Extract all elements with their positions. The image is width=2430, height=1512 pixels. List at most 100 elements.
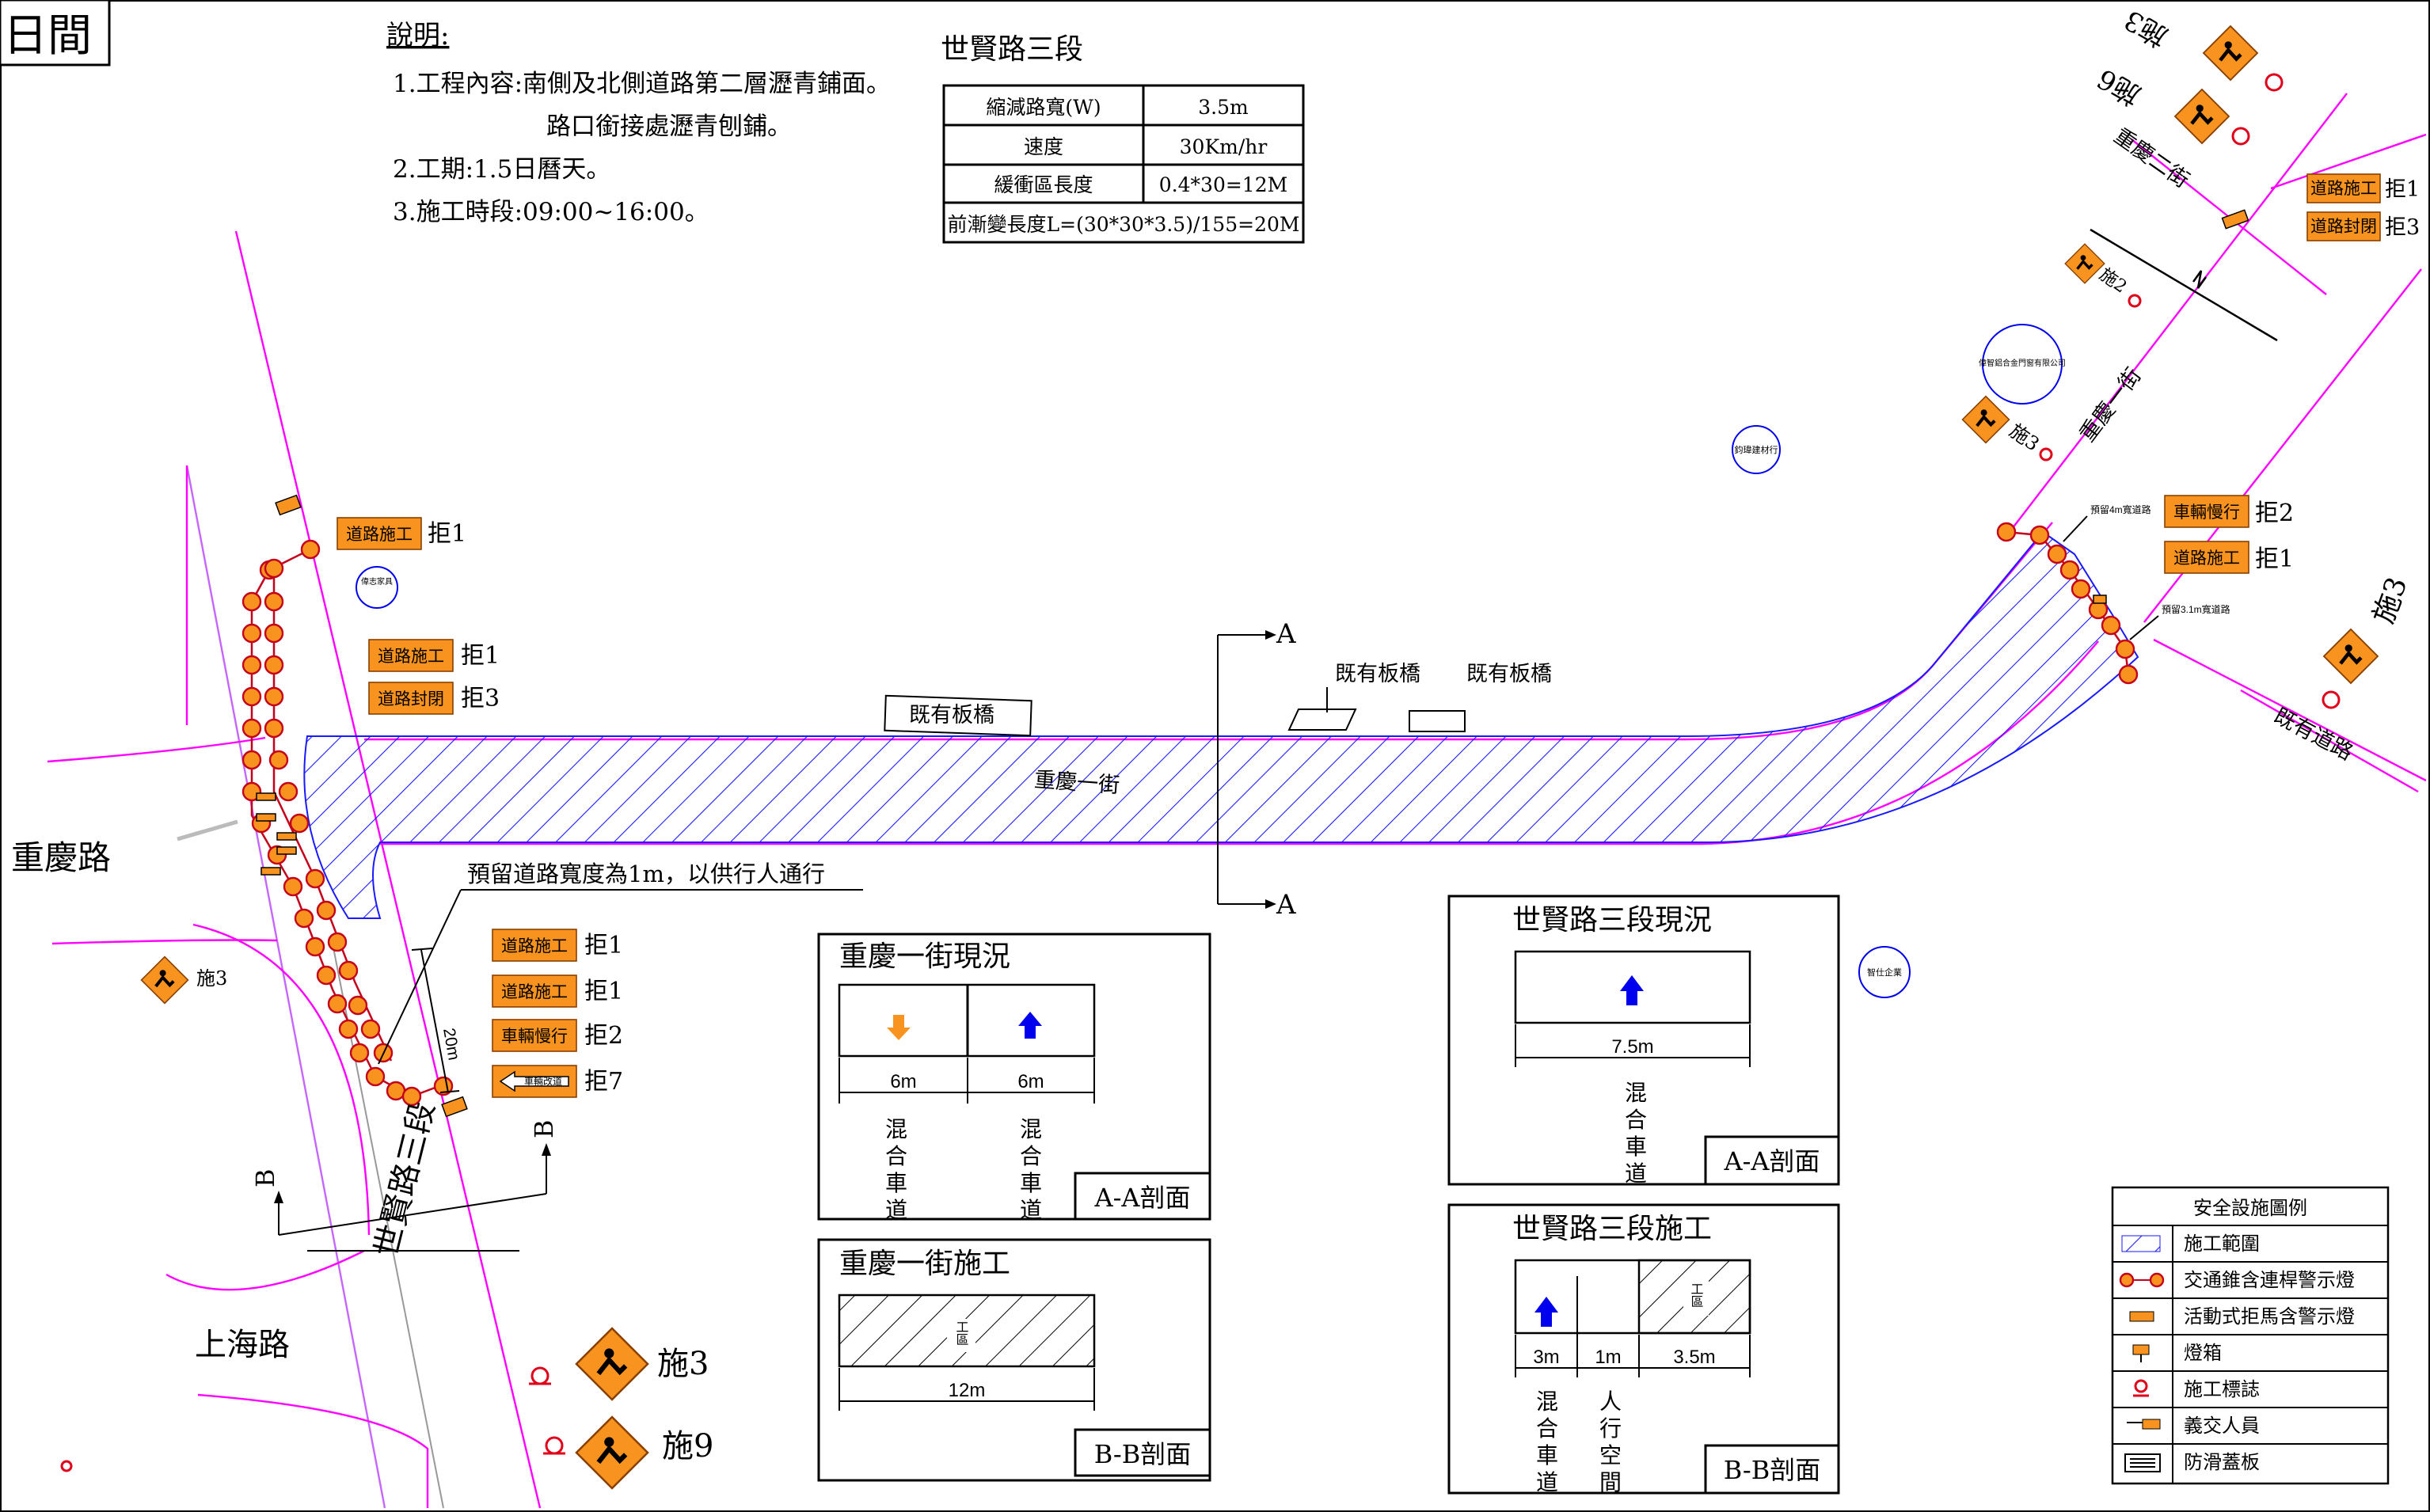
sign-code: 拒1 [584, 932, 623, 959]
traffic-cone [264, 558, 284, 579]
ped-type: 人行空間 [1599, 1389, 1622, 1495]
sign-slow: 車輛慢行 [501, 1027, 568, 1046]
bridge-label-2: 既有板橋 [1335, 662, 1420, 686]
pedestrian-note: 預留道路寬度為1m，以供行人通行 [467, 860, 825, 887]
traffic-cone [278, 781, 299, 802]
title-box [0, 0, 111, 66]
arrow-up-icon [1534, 1297, 1558, 1327]
reserve-4m: 預留4m寬道路 [2090, 503, 2151, 515]
traffic-cone [349, 1043, 370, 1063]
existing-bridges: 既有板橋 既有板橋 既有板橋 [884, 662, 1552, 737]
traffic-cone [2115, 639, 2135, 659]
traffic-cone [316, 900, 337, 921]
sign-road-work: 道路施工 [501, 936, 568, 955]
arrow-down-icon [887, 1015, 911, 1040]
note-line-2: 路口銜接處瀝青刨鋪。 [546, 112, 792, 141]
legend-label: 施工標誌 [2184, 1379, 2260, 1400]
lane-type: 混合車道 [1625, 1080, 1647, 1187]
landmark-4: 智仕企業 [1867, 967, 1902, 978]
legend-label: 交通錐含連桿警示燈 [2184, 1270, 2355, 1291]
page-title: 日間 [3, 10, 92, 62]
sign-code: 拒1 [428, 520, 466, 548]
a-label-bottom: A [1276, 889, 1296, 921]
traffic-cone [289, 813, 310, 834]
road-label-chongqing: 重慶路 [11, 838, 111, 877]
traffic-cone [241, 655, 262, 675]
hatch-icon [2121, 1235, 2161, 1252]
sign-code: 施3 [2119, 3, 2173, 52]
road-label-existing: 既有道路 [2270, 704, 2357, 765]
traffic-cone [2101, 615, 2121, 636]
legend-label: 燈箱 [2184, 1343, 2222, 1364]
worker-sign-icon [2175, 89, 2229, 143]
lane-width: 6m [1017, 1071, 1044, 1092]
sign-code: 拒3 [2385, 215, 2420, 240]
work-zone-hatch [303, 530, 2139, 919]
road-label-chongqing-1st: 重慶一街 [1033, 768, 1120, 798]
sign-group-bottom-left: 道路施工 拒1 道路施工 拒1 車輛慢行 拒2 車輛改道 拒7 [492, 929, 623, 1098]
sign-road-closed: 道路封閉 [2310, 217, 2377, 236]
traffic-cone [305, 936, 325, 957]
light-box-icon [2132, 1344, 2150, 1362]
b-label-right: B [529, 1119, 559, 1138]
bridge-label-1: 既有板橋 [909, 703, 994, 728]
traffic-cone [338, 1019, 359, 1039]
sign-detour: 車輛改道 [524, 1076, 562, 1087]
section-bb-work: 重慶一街施工 工區 12m B-B剖面 [817, 1238, 1211, 1482]
sign-code: 拒1 [2385, 177, 2420, 202]
traffic-cone [2047, 544, 2067, 564]
road-label-chongqing-2nd: 重慶二街 [2109, 123, 2193, 192]
parameter-table: 縮減路寬(W) 3.5m 速度 30Km/hr 緩衝區長度 0.4*30=12M… [942, 84, 1305, 244]
work-label: 工區 [1689, 1282, 1704, 1308]
section-shixian-work: 世賢路三段施工 工區 3m 1m 3.5m 混合車道 人行空間 B-B剖面 [1447, 1203, 1840, 1495]
table-cell: 緩衝區長度 [994, 173, 1093, 196]
legend-label: 施工範圍 [2184, 1233, 2260, 1255]
arrow-up-icon [1018, 1012, 1042, 1039]
traffic-cone [2059, 560, 2080, 580]
section-caption: B-B剖面 [1094, 1439, 1191, 1469]
landmark-circles: 偉志家具 鈞瑋建材行 偉智鋁合金門窗有限公司 智仕企業 [356, 324, 2066, 998]
traffic-cone [264, 655, 284, 675]
worker-sign-icon [2204, 26, 2257, 80]
traffic-cone [268, 750, 289, 770]
traffic-cone [1996, 522, 2017, 542]
sign-road-work: 道路施工 [378, 647, 444, 666]
sign-code: 拒1 [461, 642, 500, 670]
sign-road-work: 道路施工 [2173, 549, 2240, 568]
traffic-cone [283, 876, 303, 897]
section-title: 重慶一街現況 [839, 940, 1010, 973]
traffic-cone [241, 686, 262, 707]
section-caption: B-B剖面 [1724, 1455, 1820, 1485]
section-width: 7.5m [1611, 1036, 1653, 1058]
sign-code: 施3 [2006, 420, 2044, 455]
traffic-cone [241, 591, 262, 612]
table-cell: 前漸變長度L=(30*30*3.5)/155=20M [948, 213, 1300, 236]
sign-group-top-left: 道路施工 拒1 道路施工 拒1 道路封閉 拒3 [337, 517, 500, 715]
sign-code: 拒3 [461, 685, 500, 712]
sign-code: 施9 [662, 1428, 713, 1465]
worker-sign-icon [139, 955, 190, 1005]
traffic-cone [327, 993, 348, 1014]
legend: 安全設施圖例 施工範圍交通錐含連桿警示燈活動式拒馬含警示燈燈箱施工標誌義交人員防… [2111, 1186, 2390, 1485]
section-aa-current: 重慶一街現況 6m 6m 混合車道 混合車道 A-A剖面 [817, 933, 1211, 1223]
sign-code: 施6 [2092, 62, 2146, 111]
section-caption: A-A剖面 [1093, 1183, 1190, 1213]
section-title: 重慶一街施工 [839, 1248, 1010, 1280]
arrow-up-icon [1620, 975, 1644, 1005]
sign-slow: 車輛慢行 [2173, 503, 2240, 522]
worker-sign-icon [1960, 394, 2011, 445]
section-title: 世賢路三段施工 [1512, 1213, 1712, 1245]
note-line-3: 2.工期:1.5日曆天。 [393, 155, 610, 184]
traffic-cone [264, 623, 284, 644]
reserve-3m: 預留3.1m寬道路 [2162, 603, 2230, 615]
lane-type: 混合車道 [1020, 1116, 1042, 1223]
flagger-sign-icon [576, 1417, 648, 1488]
sign-road-work: 道路施工 [501, 982, 568, 1001]
lane-type: 混合車道 [1536, 1389, 1558, 1495]
lane-type: 混合車道 [885, 1116, 907, 1223]
barrier-icon [2129, 1311, 2154, 1322]
sign-post-icon [2039, 73, 2341, 709]
sign-road-closed: 道路封閉 [378, 690, 444, 709]
